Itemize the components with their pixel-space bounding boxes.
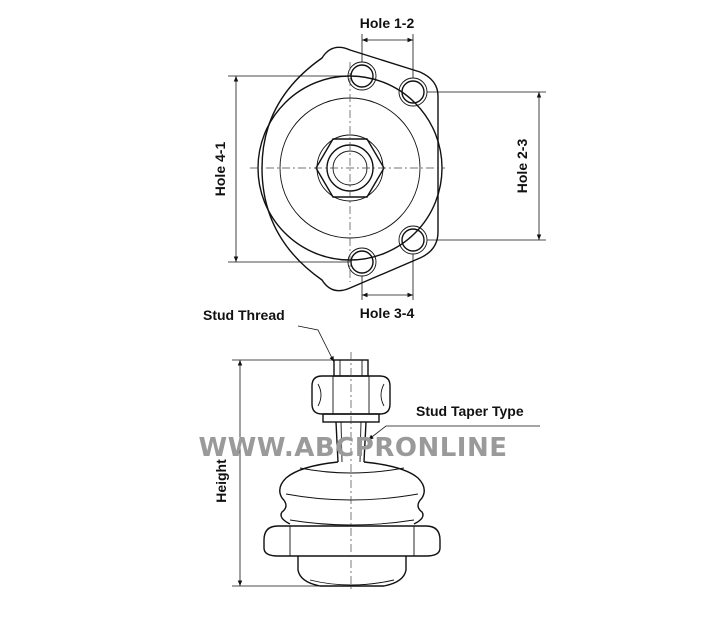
label-height: Height <box>213 459 229 503</box>
dim-hole-4-1 <box>228 75 350 263</box>
side-view: Stud Thread Stud Taper Type Height <box>203 307 540 592</box>
stud-taper <box>335 421 367 463</box>
hole-1 <box>350 64 374 88</box>
leader-stud-taper <box>367 425 540 441</box>
label-hole-3-4: Hole 3-4 <box>360 305 415 321</box>
holes <box>347 61 428 277</box>
label-stud-taper-type: Stud Taper Type <box>416 403 524 419</box>
leader-stud-thread <box>297 325 335 363</box>
dim-hole-1-2 <box>361 34 414 78</box>
top-view: Hole 1-2 Hole 3-4 Hole 4-1 Hole 2-3 <box>212 15 546 321</box>
hole-4-ring <box>347 247 377 277</box>
castle-nut-side <box>311 375 391 415</box>
hole-3 <box>401 228 425 252</box>
label-hole-4-1: Hole 4-1 <box>212 142 228 197</box>
hole-2 <box>401 80 425 104</box>
dim-hole-2-3 <box>427 91 546 241</box>
dim-height <box>232 359 334 587</box>
dim-hole-3-4 <box>361 254 414 300</box>
hole-4 <box>350 250 374 274</box>
flange-side <box>263 525 441 557</box>
watermark-text: WWW.ABCPRONLINE <box>198 433 507 463</box>
hole-3-ring <box>398 225 428 255</box>
rubber-boot <box>279 461 425 526</box>
label-hole-1-2: Hole 1-2 <box>360 15 415 31</box>
flange-outline <box>261 46 439 292</box>
label-hole-2-3: Hole 2-3 <box>514 139 530 194</box>
label-stud-thread: Stud Thread <box>203 307 285 323</box>
lower-housing <box>297 556 407 587</box>
